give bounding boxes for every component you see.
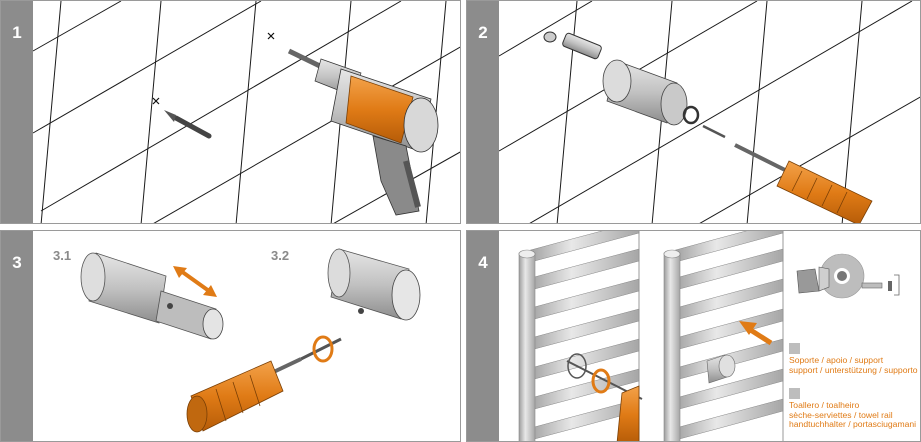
legend-support-text: Soporte / apoio / support support / unte… (789, 355, 918, 375)
legend-towel-rail-text: Toallero / toalheiro sèche-serviettes / … (789, 400, 917, 430)
step-2-illustration (498, 1, 920, 223)
step-3-panel: 3 3.1 3.2 (0, 230, 461, 442)
wall-plug-icon (543, 31, 602, 60)
insert-arrow-icon (739, 321, 773, 346)
drill-icon (287, 48, 439, 216)
step-badge: 3 (1, 231, 33, 441)
step-badge: 2 (467, 1, 499, 223)
screwdriver-icon (186, 357, 302, 433)
step-3-illustration (80, 248, 421, 433)
screwdriver-icon (616, 385, 640, 441)
screw-icon (702, 124, 726, 139)
substep-label: 3.1 (53, 248, 72, 263)
legend-towel-rail: Toallero / toalheiro sèche-serviettes / … (789, 388, 916, 430)
step-2-panel: 2 (466, 0, 921, 224)
set-screw-icon (300, 337, 342, 361)
pencil-icon (164, 110, 212, 139)
step-1-panel: 1 (0, 0, 461, 224)
step-4-illustration (518, 231, 900, 441)
legend-swatch (789, 388, 800, 399)
legend-swatch (789, 343, 800, 354)
step-4-panel: 4 Soporte / apoio / support support / un… (466, 230, 921, 442)
towel-rail-left-icon (518, 231, 643, 441)
towel-rail-right-icon (663, 231, 784, 441)
step-badge: 1 (1, 1, 33, 223)
rotate-arrow-icon (312, 335, 334, 363)
slide-arrow-icon (173, 266, 217, 297)
step-1-illustration (32, 1, 460, 223)
support-cylinder-left-icon (80, 252, 224, 340)
step-badge: 4 (467, 231, 499, 441)
support-bracket-icon (602, 59, 700, 126)
support-cylinder-right-icon (327, 248, 421, 321)
cross-section-icon (796, 253, 900, 299)
tile-grid (498, 1, 920, 223)
screwdriver-icon (734, 143, 873, 223)
substep-label: 3.2 (271, 248, 290, 263)
wall-marks (152, 32, 275, 105)
legend-support: Soporte / apoio / support support / unte… (789, 343, 918, 375)
